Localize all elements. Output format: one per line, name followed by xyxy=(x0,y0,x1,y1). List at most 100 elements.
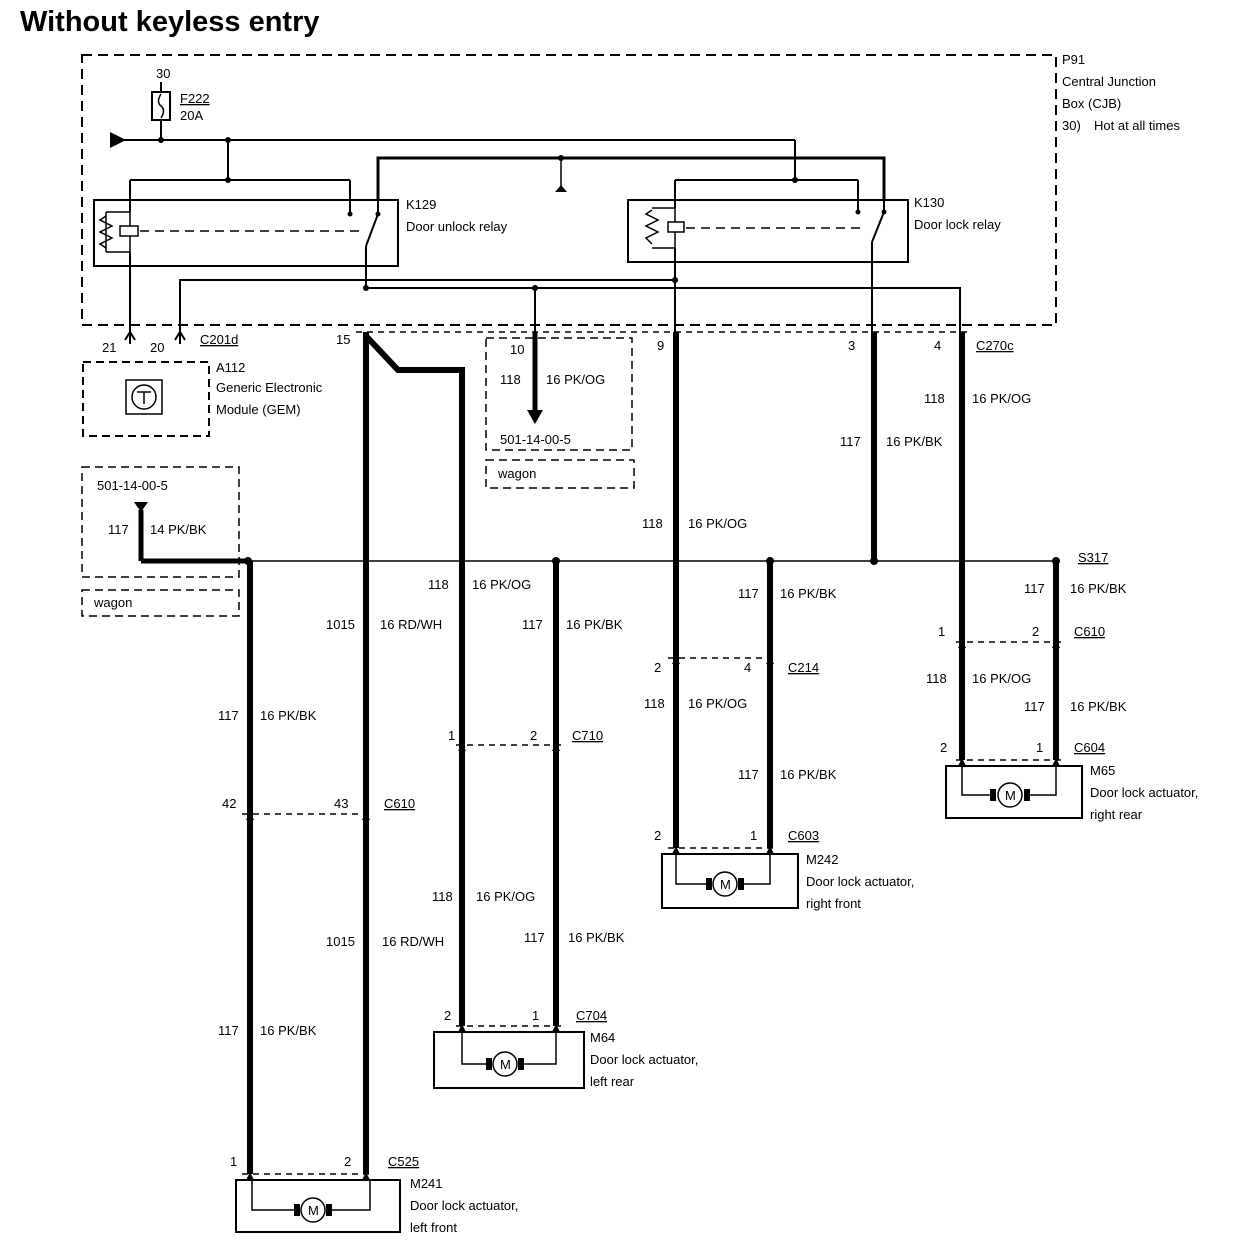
arrow-icon xyxy=(362,812,370,820)
wagon-left-arrow-icon xyxy=(134,502,148,512)
junction-dot xyxy=(225,137,231,143)
wire-circuit: 117 xyxy=(738,586,759,601)
junction-dot xyxy=(672,277,678,283)
motor-symbol: M xyxy=(500,1057,511,1072)
wagon-left-circuit: 117 xyxy=(108,522,129,537)
feed-30-label: 30 xyxy=(156,66,170,81)
wire-color: 16 PK/BK xyxy=(568,930,625,945)
wire-color: 16 PK/BK xyxy=(780,767,837,782)
wire-circuit: 117 xyxy=(524,930,545,945)
c610r-id: C610 xyxy=(1074,624,1105,639)
wire-circuit: 117 xyxy=(218,1023,239,1038)
k129-switch-arm xyxy=(365,213,379,247)
k129-name: Door unlock relay xyxy=(406,219,508,234)
k130-contact xyxy=(855,209,861,215)
gem-module-icon xyxy=(125,379,163,415)
c214-id: C214 xyxy=(788,660,819,675)
gem-name-2: Module (GEM) xyxy=(216,402,301,417)
ground-bus xyxy=(376,156,886,200)
wire-circuit: 118 xyxy=(428,577,449,592)
c214-pin-2: 2 xyxy=(654,660,661,675)
wire-color: 16 PK/OG xyxy=(688,696,747,711)
actuator-rr-leads xyxy=(1026,766,1057,796)
wire-color: 16 PK/BK xyxy=(260,1023,317,1038)
cjb-name-2: Box (CJB) xyxy=(1062,96,1121,111)
wire-color: 16 PK/BK xyxy=(886,434,943,449)
wagon-insert-top-box xyxy=(485,337,633,451)
actuator-lf-leads xyxy=(251,1180,296,1211)
arrow-icon xyxy=(458,1024,466,1032)
c610l-pin-42: 42 xyxy=(222,796,236,811)
gem-name-1: Generic Electronic xyxy=(216,380,323,395)
c270c-pin-9: 9 xyxy=(657,338,664,353)
actuator-lf-id: M241 xyxy=(410,1176,443,1191)
wire-circuit: 117 xyxy=(738,767,759,782)
k130-relay-box xyxy=(627,199,909,263)
gem-id: A112 xyxy=(216,360,245,375)
arrow-icon xyxy=(552,743,560,751)
arrow-icon xyxy=(552,1024,560,1032)
c603-pin-2: 2 xyxy=(654,828,661,843)
wire-circuit: 117 xyxy=(218,708,239,723)
wire-circuit: 117 xyxy=(1024,581,1045,596)
wagon-insert-left-box xyxy=(81,466,240,578)
k130-coil-return xyxy=(179,248,676,332)
wagon-top-ref: 501-14-00-5 xyxy=(500,432,571,447)
c201d-pin-15: 15 xyxy=(336,332,350,347)
wire-118-lock-to-c710 xyxy=(363,333,465,1026)
c201d-pin-21-arrow xyxy=(124,330,136,344)
actuator-rr: M xyxy=(945,765,1083,819)
actuator-lr-line2: left rear xyxy=(590,1074,635,1089)
arrow-icon xyxy=(1052,640,1060,648)
ground-icon xyxy=(555,185,567,192)
cjb-note-num: 30) xyxy=(1062,118,1081,133)
wire-color: 16 PK/OG xyxy=(972,391,1031,406)
actuator-lr-leads xyxy=(522,1032,557,1065)
gem-module-box xyxy=(82,361,210,437)
c604-pin-2: 2 xyxy=(940,740,947,755)
wire-color: 16 RD/WH xyxy=(382,934,444,949)
junction-dot xyxy=(225,177,231,183)
c270c-pin-3: 3 xyxy=(848,338,855,353)
actuator-rr-line2: right rear xyxy=(1090,807,1143,822)
wire-color: 16 PK/BK xyxy=(260,708,317,723)
wagon-top-note-box xyxy=(485,459,635,489)
wire-circuit: 117 xyxy=(1024,699,1045,714)
actuator-lr: M xyxy=(433,1031,585,1089)
thick-wires xyxy=(247,332,1059,1174)
k129-contact xyxy=(347,211,353,217)
actuator-rf-line2: right front xyxy=(806,896,861,911)
wire-color: 16 PK/BK xyxy=(1070,581,1127,596)
actuator-rr-leads xyxy=(961,766,994,796)
arrow-icon xyxy=(458,743,466,751)
arrow-icon xyxy=(362,1172,370,1180)
wagon-left-wire: 14 PK/BK xyxy=(150,522,207,537)
k129-relay-box xyxy=(93,199,399,267)
cjb-name-1: Central Junction xyxy=(1062,74,1156,89)
c604-id: C604 xyxy=(1074,740,1105,755)
actuator-rf-id: M242 xyxy=(806,852,839,867)
actuator-lr-line1: Door lock actuator, xyxy=(590,1052,698,1067)
c201d-pin-21: 21 xyxy=(102,340,116,355)
actuator-lf-box xyxy=(235,1179,401,1233)
c603-pin-1: 1 xyxy=(750,828,757,843)
c525-pin-2: 2 xyxy=(344,1154,351,1169)
c270c-pin-4: 4 xyxy=(934,338,941,353)
fuse-id: F222 xyxy=(180,91,210,106)
motor-symbol: M xyxy=(308,1203,319,1218)
connector-lines xyxy=(242,641,1064,1175)
actuator-rf-box xyxy=(661,853,799,909)
wire-color: 16 PK/OG xyxy=(472,577,531,592)
wire-color: 16 PK/BK xyxy=(1070,699,1127,714)
wire-circuit: 1015 xyxy=(326,934,355,949)
wire-color: 16 PK/OG xyxy=(688,516,747,531)
motor-symbol: M xyxy=(1005,788,1016,803)
wagon-top-pin: 10 xyxy=(510,342,524,357)
unlock-out-bus xyxy=(366,287,961,332)
c603-id: C603 xyxy=(788,828,819,843)
junction-dot xyxy=(532,285,538,291)
actuator-rf-leads xyxy=(675,854,710,885)
arrow-icon xyxy=(766,656,774,664)
wire-color: 16 PK/OG xyxy=(476,889,535,904)
